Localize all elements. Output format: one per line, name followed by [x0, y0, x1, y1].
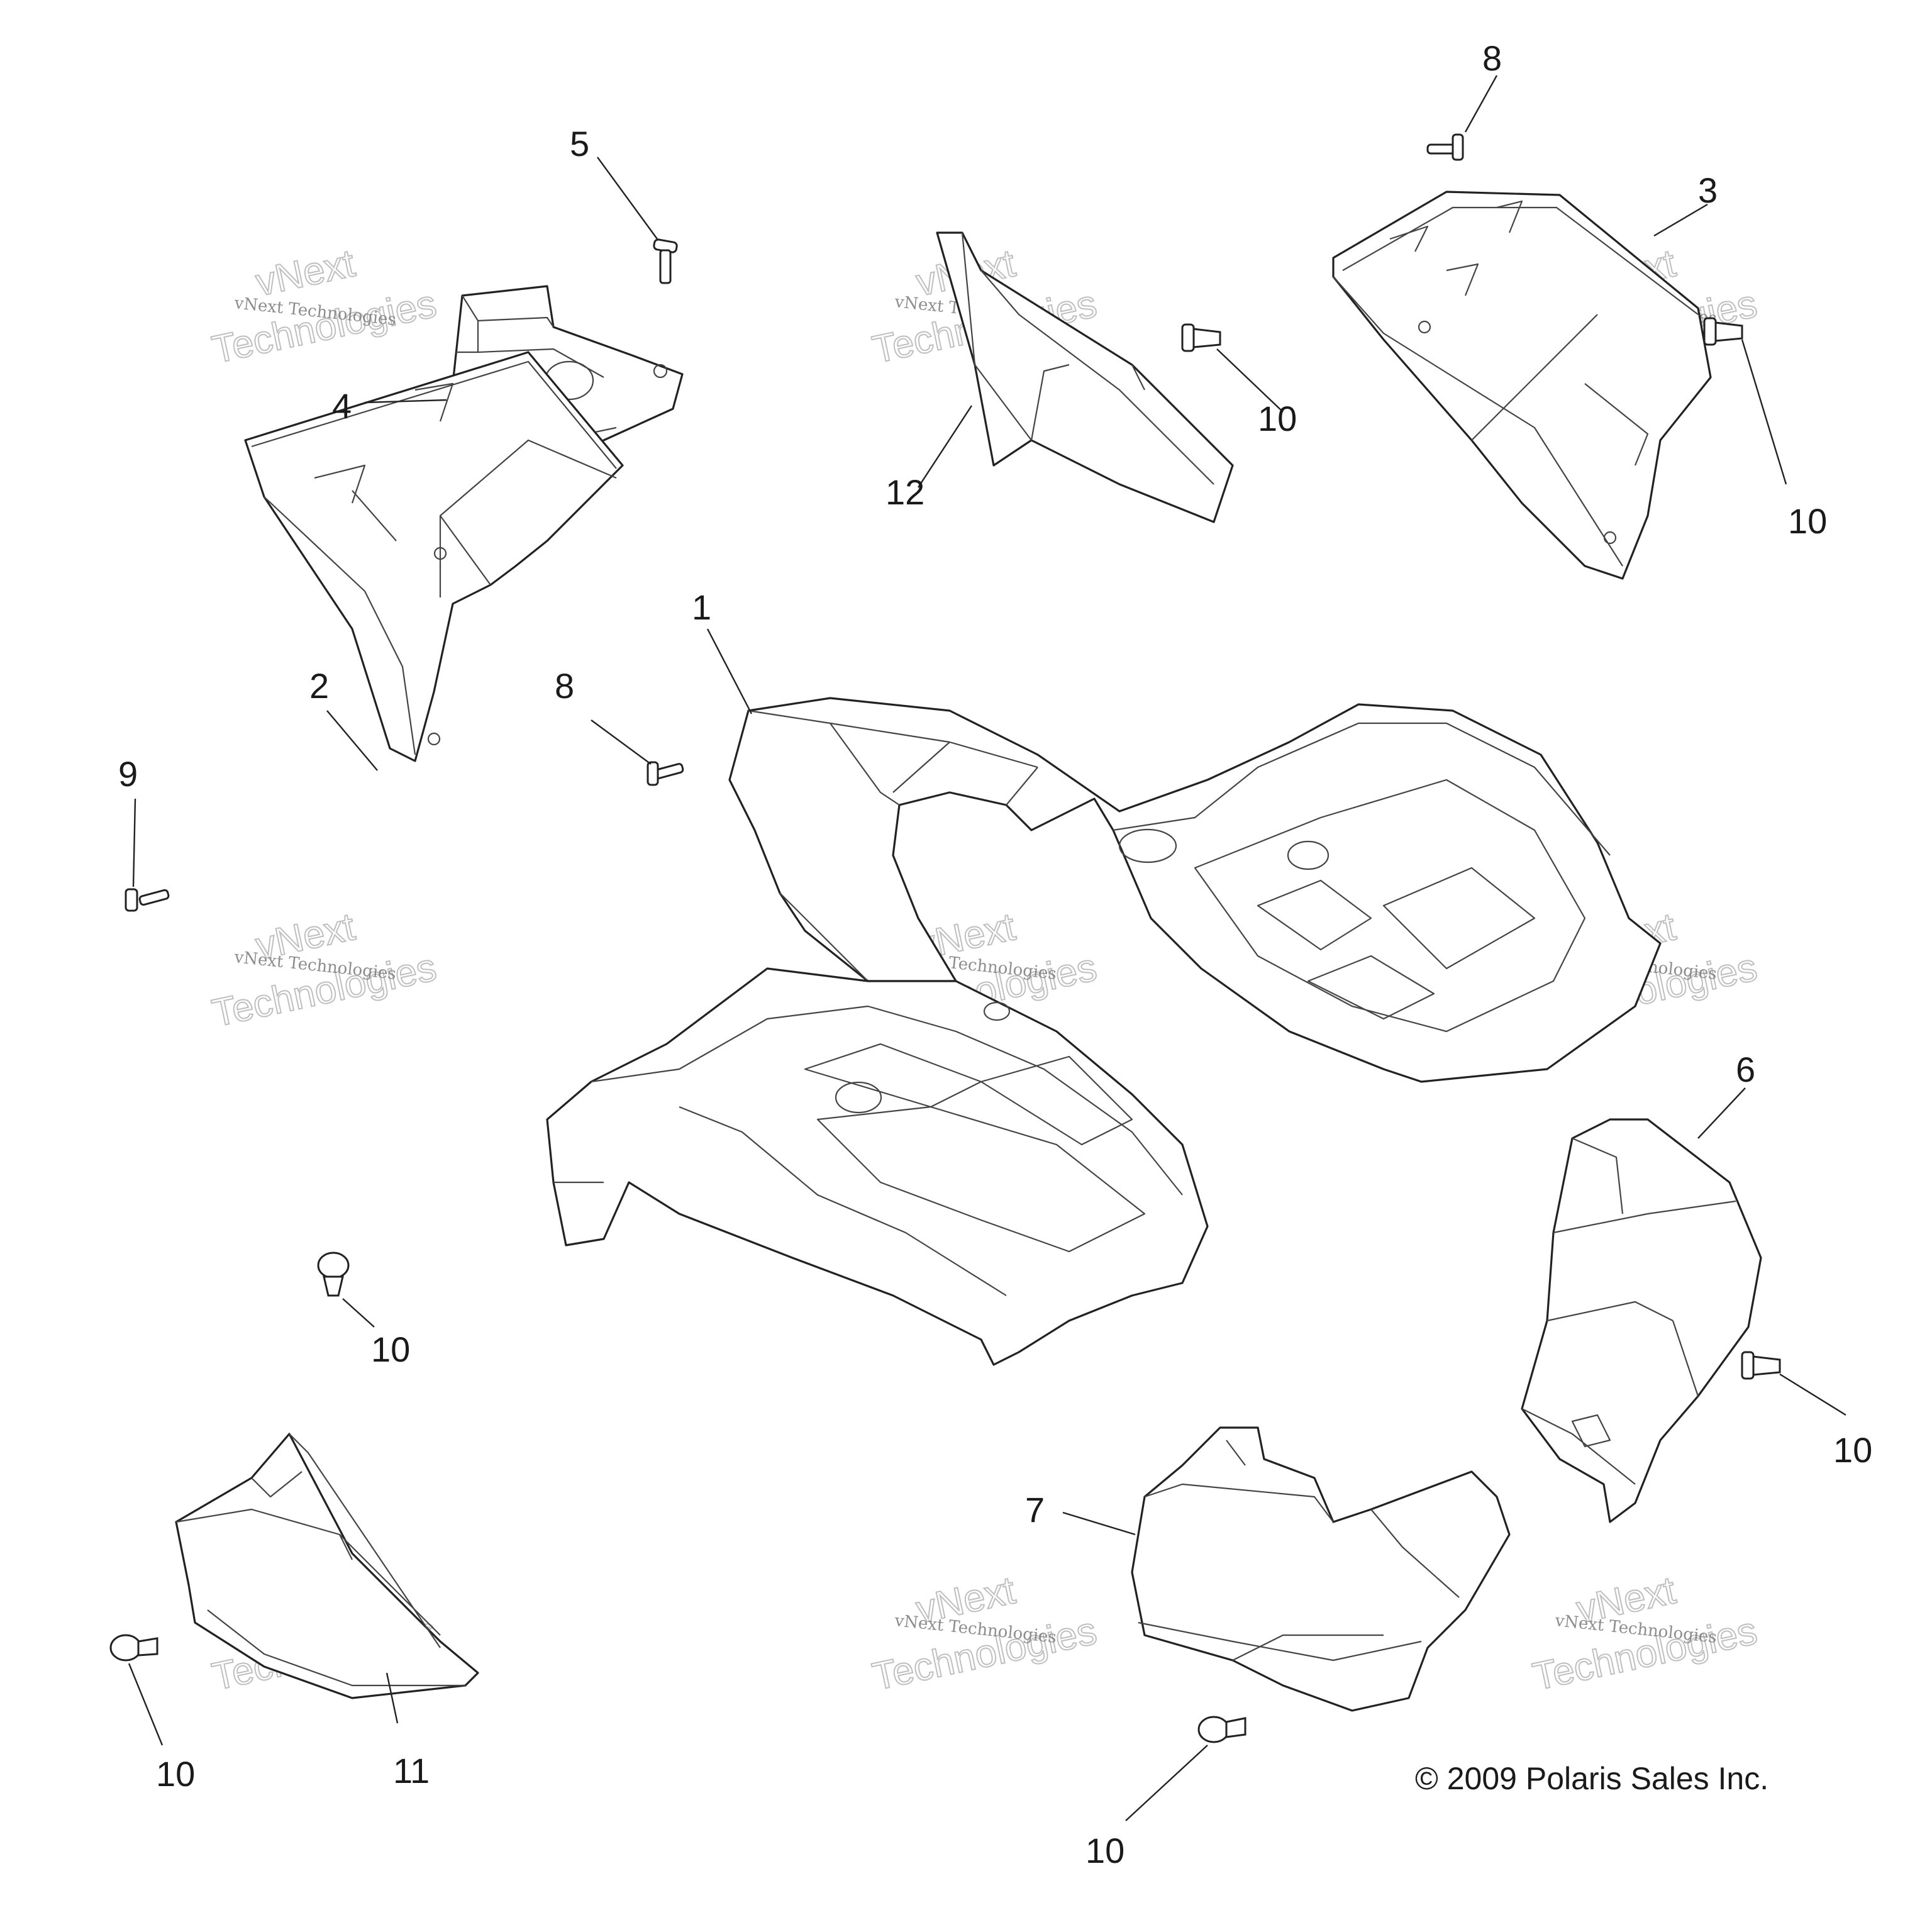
clip-10-top-center[interactable]	[1181, 323, 1221, 352]
watermark-small-top: vNext	[252, 242, 358, 304]
callout-7: 7	[1025, 1490, 1045, 1530]
part-7-cover[interactable]	[1131, 1426, 1511, 1712]
callout-10-left: 10	[371, 1330, 410, 1369]
clip-10-right[interactable]	[1741, 1351, 1781, 1380]
callout-8-top: 8	[1482, 38, 1502, 78]
callout-9: 9	[118, 754, 138, 794]
bolt-5[interactable]	[653, 238, 678, 284]
bolt-9[interactable]	[125, 888, 170, 912]
bolt-8-middle[interactable]	[647, 761, 684, 786]
part-6-side-panel[interactable]	[1521, 1118, 1762, 1523]
clip-10-bottom-center[interactable]	[1197, 1716, 1246, 1743]
part-1-main-rack[interactable]	[546, 697, 1662, 1366]
leader-lines	[128, 75, 1846, 1821]
callout-4: 4	[332, 386, 352, 426]
callout-3: 3	[1698, 170, 1718, 210]
callout-2: 2	[309, 666, 329, 706]
callout-5: 5	[570, 124, 589, 164]
callout-12: 12	[886, 472, 924, 512]
part-3-fender[interactable]	[1332, 191, 1712, 580]
callout-10-bottom-center: 10	[1085, 1831, 1124, 1870]
part-11-bracket[interactable]	[175, 1433, 479, 1699]
clip-10-left[interactable]	[317, 1252, 350, 1297]
callout-1: 1	[692, 587, 711, 627]
clip-10-bottom-left[interactable]	[109, 1634, 158, 1662]
clip-10-top-right[interactable]	[1703, 317, 1743, 346]
callout-6: 6	[1736, 1050, 1755, 1089]
bolt-8-top[interactable]	[1426, 133, 1464, 161]
part-12-bracket[interactable]	[936, 231, 1234, 523]
callout-10-right: 10	[1833, 1430, 1872, 1470]
part-2-side-panel[interactable]	[244, 351, 624, 762]
callout-8-middle: 8	[555, 666, 574, 706]
watermark-top-left: Technologies vNext	[208, 241, 440, 372]
callout-10-top-right: 10	[1788, 501, 1827, 541]
callout-11: 11	[393, 1751, 430, 1790]
copyright-notice: © 2009 Polaris Sales Inc.	[1415, 1761, 1768, 1796]
callout-10-top-center: 10	[1258, 399, 1297, 438]
callout-10-bottom-left: 10	[156, 1754, 195, 1794]
